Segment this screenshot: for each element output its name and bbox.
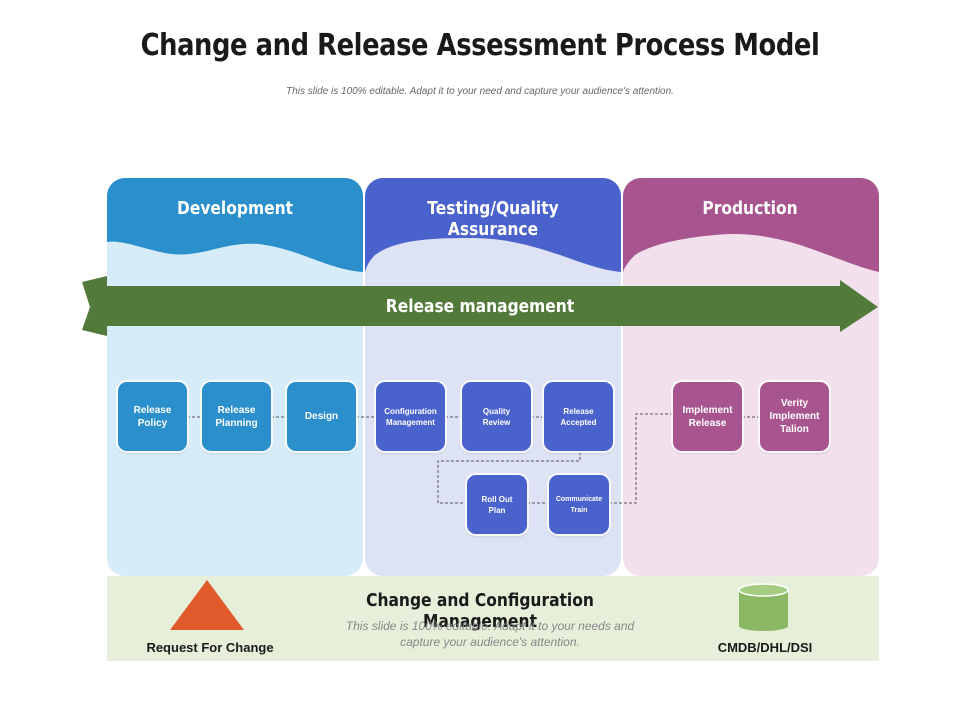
development-column bbox=[107, 178, 363, 576]
database-cylinder-icon bbox=[738, 583, 789, 631]
release-management-arrow bbox=[82, 276, 878, 336]
box-verity-implement-talion[interactable]: Verity Implement Talion bbox=[760, 382, 829, 451]
request-for-change-triangle bbox=[170, 580, 244, 630]
column-header-testing: Testing/Quality Assurance bbox=[427, 198, 559, 240]
column-header-production: Production bbox=[702, 198, 798, 219]
box-configuration-management[interactable]: Configuration Management bbox=[376, 382, 445, 451]
box-release-policy[interactable]: Release Policy bbox=[118, 382, 187, 451]
page-title: Change and Release Assessment Process Mo… bbox=[140, 28, 820, 63]
development-column-header bbox=[107, 178, 363, 272]
testing-column-header bbox=[365, 178, 621, 272]
box-quality-review[interactable]: Quality Review bbox=[462, 382, 531, 451]
change-config-description: This slide is 100% editable. Adapt it to… bbox=[345, 619, 635, 649]
connectors bbox=[187, 413, 760, 504]
change-config-title: Change and Configuration Management bbox=[366, 590, 594, 632]
box-design[interactable]: Design bbox=[287, 382, 356, 451]
cmdb-label: CMDB/DHL/DSI bbox=[717, 640, 813, 655]
production-column-header bbox=[623, 178, 879, 272]
release-management-label: Release management bbox=[385, 296, 575, 317]
box-release-accepted[interactable]: Release Accepted bbox=[544, 382, 613, 451]
box-communicate-train[interactable]: Communicate Train bbox=[549, 475, 609, 534]
box-release-planning[interactable]: Release Planning bbox=[202, 382, 271, 451]
request-for-change-label: Request For Change bbox=[146, 640, 274, 655]
box-implement-release[interactable]: Implement Release bbox=[673, 382, 742, 451]
column-header-development: Development bbox=[176, 198, 294, 219]
box-roll-out-plan[interactable]: Roll Out Plan bbox=[467, 475, 527, 534]
page-subtitle: This slide is 100% editable. Adapt it to… bbox=[286, 86, 674, 97]
production-column bbox=[623, 178, 879, 576]
